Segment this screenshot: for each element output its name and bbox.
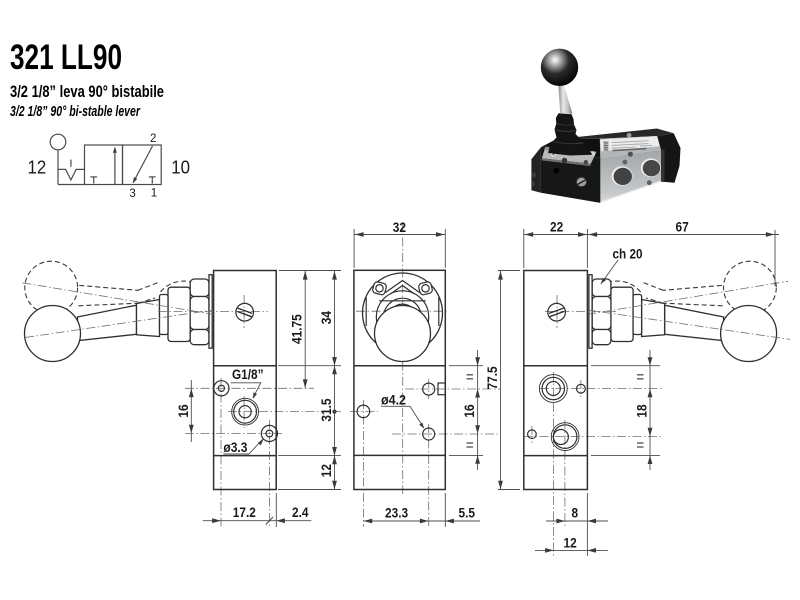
svg-text:12: 12 [28, 156, 47, 177]
svg-text:G1/8”: G1/8” [232, 367, 264, 382]
svg-text:34: 34 [319, 310, 334, 324]
svg-text:ch 20: ch 20 [613, 247, 643, 262]
svg-text:5.5: 5.5 [459, 505, 476, 520]
svg-text:12: 12 [319, 464, 334, 477]
svg-text:67: 67 [676, 220, 689, 235]
svg-text:12: 12 [564, 536, 577, 551]
svg-text:16: 16 [462, 404, 477, 417]
svg-text:23.3: 23.3 [385, 505, 408, 520]
svg-text:321 LL90: 321 LL90 [10, 38, 122, 77]
svg-text:8: 8 [572, 505, 579, 520]
svg-text:3/2 1/8” leva 90° bistabile: 3/2 1/8” leva 90° bistabile [10, 82, 164, 101]
svg-text:17.2: 17.2 [233, 505, 256, 520]
svg-text:10: 10 [171, 156, 190, 177]
svg-text:41.75: 41.75 [290, 314, 305, 344]
svg-text:18: 18 [635, 404, 650, 418]
svg-text:3/2 1/8” 90° bi-stable lever: 3/2 1/8” 90° bi-stable lever [10, 103, 141, 120]
svg-text:77.5: 77.5 [485, 366, 500, 390]
svg-text:ø3.3: ø3.3 [223, 440, 247, 455]
svg-text:32: 32 [393, 220, 406, 235]
svg-text:1: 1 [151, 187, 157, 199]
svg-text:2: 2 [150, 133, 156, 145]
svg-text:22: 22 [550, 220, 563, 235]
svg-text:ø4.2: ø4.2 [381, 393, 406, 408]
svg-text:31.5: 31.5 [319, 398, 334, 422]
svg-text:16: 16 [176, 404, 191, 417]
svg-text:2.4: 2.4 [292, 505, 309, 520]
svg-text:3: 3 [129, 188, 135, 200]
